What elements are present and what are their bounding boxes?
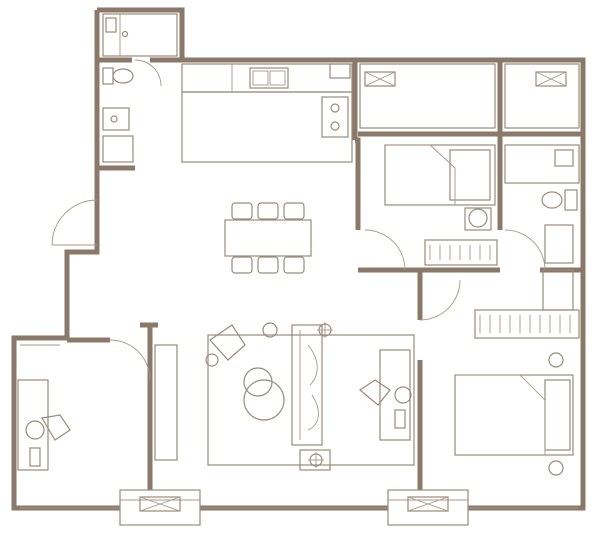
stove-icon bbox=[321, 96, 349, 138]
office-chair-icon-2 bbox=[358, 349, 412, 441]
toilet-icon-2 bbox=[541, 189, 578, 211]
interior-walls bbox=[67, 57, 583, 508]
coffee-table-icon bbox=[243, 367, 285, 421]
study bbox=[17, 344, 71, 471]
exterior-walls bbox=[11, 7, 586, 511]
office-chair-icon bbox=[25, 414, 71, 441]
balcony-windows bbox=[139, 63, 580, 512]
windows bbox=[20, 489, 578, 526]
kitchen bbox=[181, 63, 353, 163]
living-room bbox=[154, 322, 415, 471]
bathroom-right bbox=[504, 144, 580, 271]
kitchen-sink-icon bbox=[249, 67, 289, 89]
armchair-icon bbox=[205, 324, 246, 367]
sink-icon bbox=[102, 107, 130, 131]
master-bedroom bbox=[358, 269, 580, 476]
bed-icon bbox=[454, 374, 574, 456]
toilet-icon bbox=[102, 67, 134, 85]
entrance-doors bbox=[51, 199, 151, 381]
dining-table bbox=[224, 202, 312, 274]
bedroom-2 bbox=[364, 144, 498, 271]
bathroom-top-left bbox=[102, 13, 178, 163]
sofa-icon bbox=[291, 324, 323, 446]
